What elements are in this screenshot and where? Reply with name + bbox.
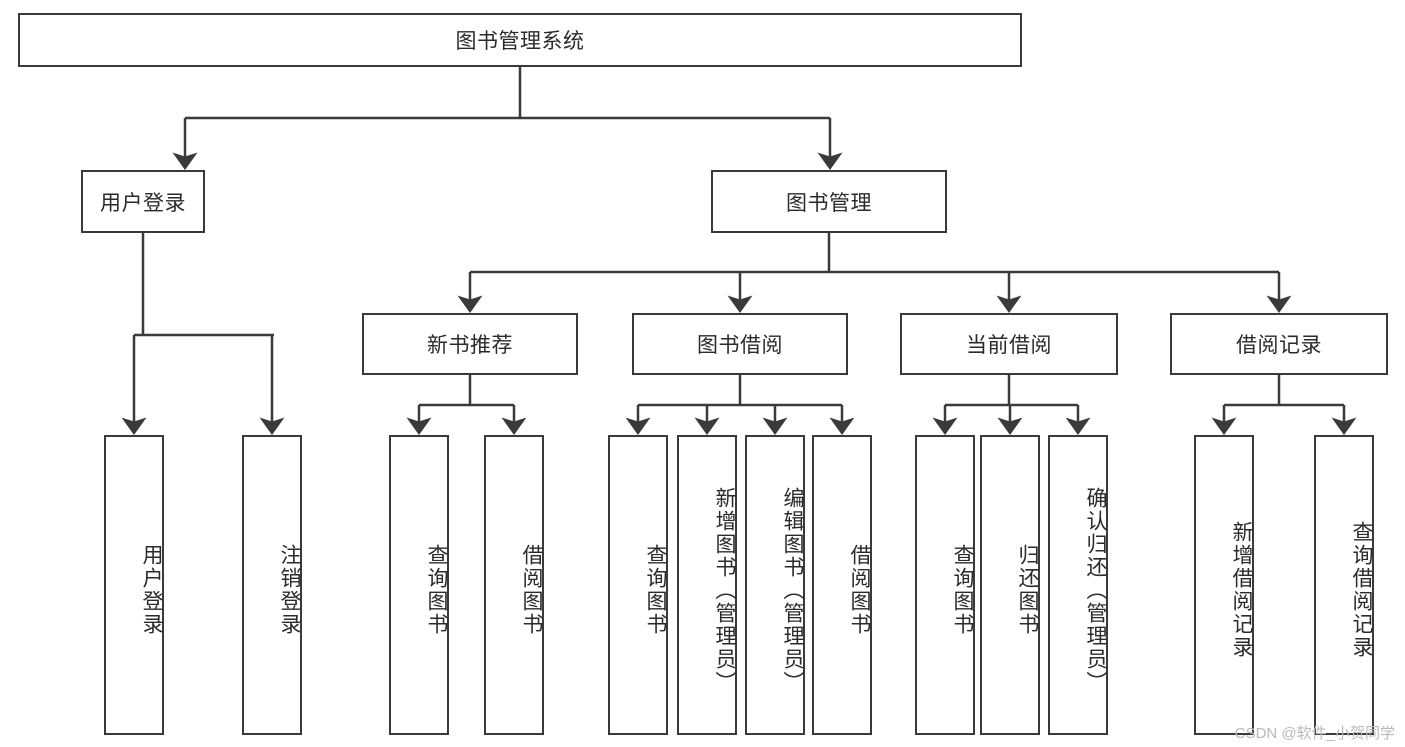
node-leaf-query-book-2[interactable]: 查询图书 (608, 435, 668, 735)
node-leaf-add-record[interactable]: 新增借阅记录 (1194, 435, 1254, 735)
node-book-borrow-label: 图书借阅 (697, 334, 783, 357)
node-leaf-add-record-label: 新增借阅记录 (1230, 521, 1253, 659)
node-leaf-add-book-label: 新增图书（管理员） (713, 486, 736, 694)
node-leaf-return-book-label: 归还图书 (1016, 544, 1039, 636)
node-leaf-user-login-label: 用户登录 (140, 544, 163, 636)
node-leaf-borrow-book-2-label: 借阅图书 (848, 544, 871, 636)
node-leaf-query-record-label: 查询借阅记录 (1350, 521, 1373, 659)
node-current-borrow[interactable]: 当前借阅 (900, 313, 1118, 375)
node-leaf-query-record[interactable]: 查询借阅记录 (1314, 435, 1374, 735)
node-leaf-query-book-2-label: 查询图书 (644, 544, 667, 636)
node-leaf-query-book-1-label: 查询图书 (425, 544, 448, 636)
node-book-borrow[interactable]: 图书借阅 (632, 313, 848, 375)
node-leaf-query-book-1[interactable]: 查询图书 (389, 435, 449, 735)
node-leaf-confirm-return-label: 确认归还（管理员） (1084, 486, 1107, 694)
node-leaf-logout-label: 注销登录 (278, 544, 301, 636)
node-leaf-return-book[interactable]: 归还图书 (980, 435, 1040, 735)
node-leaf-borrow-book-2[interactable]: 借阅图书 (812, 435, 872, 735)
node-leaf-borrow-book-1-label: 借阅图书 (520, 544, 543, 636)
node-leaf-user-login[interactable]: 用户登录 (104, 435, 164, 735)
node-book-manage[interactable]: 图书管理 (711, 170, 947, 233)
node-root[interactable]: 图书管理系统 (18, 13, 1022, 67)
node-borrow-record-label: 借阅记录 (1236, 334, 1322, 357)
node-root-label: 图书管理系统 (455, 30, 585, 53)
node-user-login[interactable]: 用户登录 (81, 170, 205, 233)
node-borrow-record[interactable]: 借阅记录 (1170, 313, 1388, 375)
node-book-manage-label: 图书管理 (786, 191, 872, 215)
node-leaf-add-book[interactable]: 新增图书（管理员） (677, 435, 737, 735)
node-leaf-confirm-return[interactable]: 确认归还（管理员） (1048, 435, 1108, 735)
node-new-book-rec[interactable]: 新书推荐 (362, 313, 578, 375)
watermark: CSDN @软件_小贺同学 (1234, 725, 1395, 742)
node-leaf-query-book-3[interactable]: 查询图书 (915, 435, 975, 735)
node-leaf-logout[interactable]: 注销登录 (242, 435, 302, 735)
node-user-login-label: 用户登录 (100, 191, 186, 215)
node-leaf-edit-book-label: 编辑图书（管理员） (781, 486, 804, 694)
node-leaf-borrow-book-1[interactable]: 借阅图书 (484, 435, 544, 735)
node-new-book-rec-label: 新书推荐 (427, 334, 513, 357)
node-current-borrow-label: 当前借阅 (966, 334, 1052, 357)
node-leaf-query-book-3-label: 查询图书 (951, 544, 974, 636)
node-leaf-edit-book[interactable]: 编辑图书（管理员） (745, 435, 805, 735)
